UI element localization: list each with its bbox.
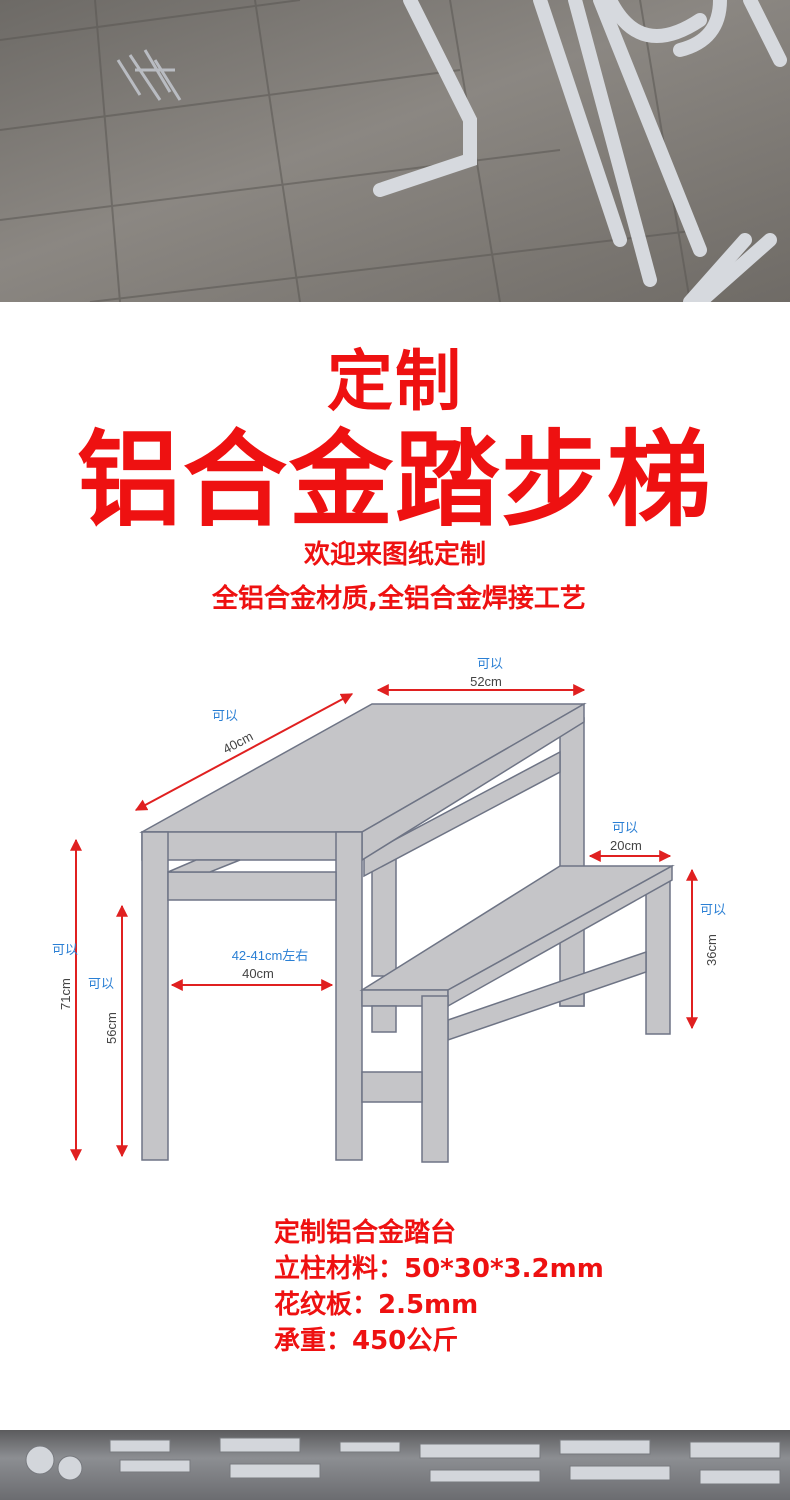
total-height-note: 可以 — [52, 942, 78, 957]
step-depth-label: 20cm — [610, 838, 642, 853]
headline-product-name: 铝合金踏步梯 — [76, 419, 713, 541]
step-height-note: 可以 — [700, 902, 726, 917]
spec-column-material: 立柱材料：50*30*3.2mm — [274, 1254, 604, 1284]
spec-product: 定制铝合金踏台 — [274, 1218, 457, 1248]
headline-custom: 定制 — [327, 343, 463, 420]
subtitle-material: 全铝合金材质,全铝合金焊接工艺 — [212, 584, 586, 614]
total-height-label: 71cm — [58, 978, 73, 1010]
step-depth-note: 可以 — [612, 820, 638, 835]
spec-load-capacity: 承重：450公斤 — [274, 1326, 459, 1356]
spec-tread-plate: 花纹板：2.5mm — [274, 1290, 479, 1320]
platform-frame — [139, 702, 675, 1163]
top-width-label: 52cm — [470, 674, 502, 689]
stacked-parts-image — [25, 1437, 781, 1485]
mid-height-label: 56cm — [104, 1012, 119, 1044]
top-product-photo — [0, 0, 790, 302]
step-height-label: 36cm — [704, 934, 719, 966]
spec-list: 定制铝合金踏台 立柱材料：50*30*3.2mm 花纹板：2.5mm 承重：45… — [274, 1215, 604, 1359]
mid-height-note: 可以 — [88, 976, 114, 991]
top-width-note: 可以 — [477, 656, 503, 671]
subtitle-welcome: 欢迎来图纸定制 — [303, 540, 486, 570]
top-depth-label: 40cm — [220, 728, 255, 756]
dimension-lines — [70, 684, 698, 1162]
top-depth-note: 可以 — [212, 708, 238, 723]
gap-label: 40cm — [242, 966, 274, 981]
parts-on-ground-image — [0, 0, 787, 302]
step-platform-diagram: 可以 52cm 可以 40cm 可以 20cm 可以 36cm 可以 71cm … — [52, 656, 726, 1163]
gap-note: 42-41cm左右 — [232, 948, 309, 963]
bottom-product-photo — [0, 1430, 790, 1500]
